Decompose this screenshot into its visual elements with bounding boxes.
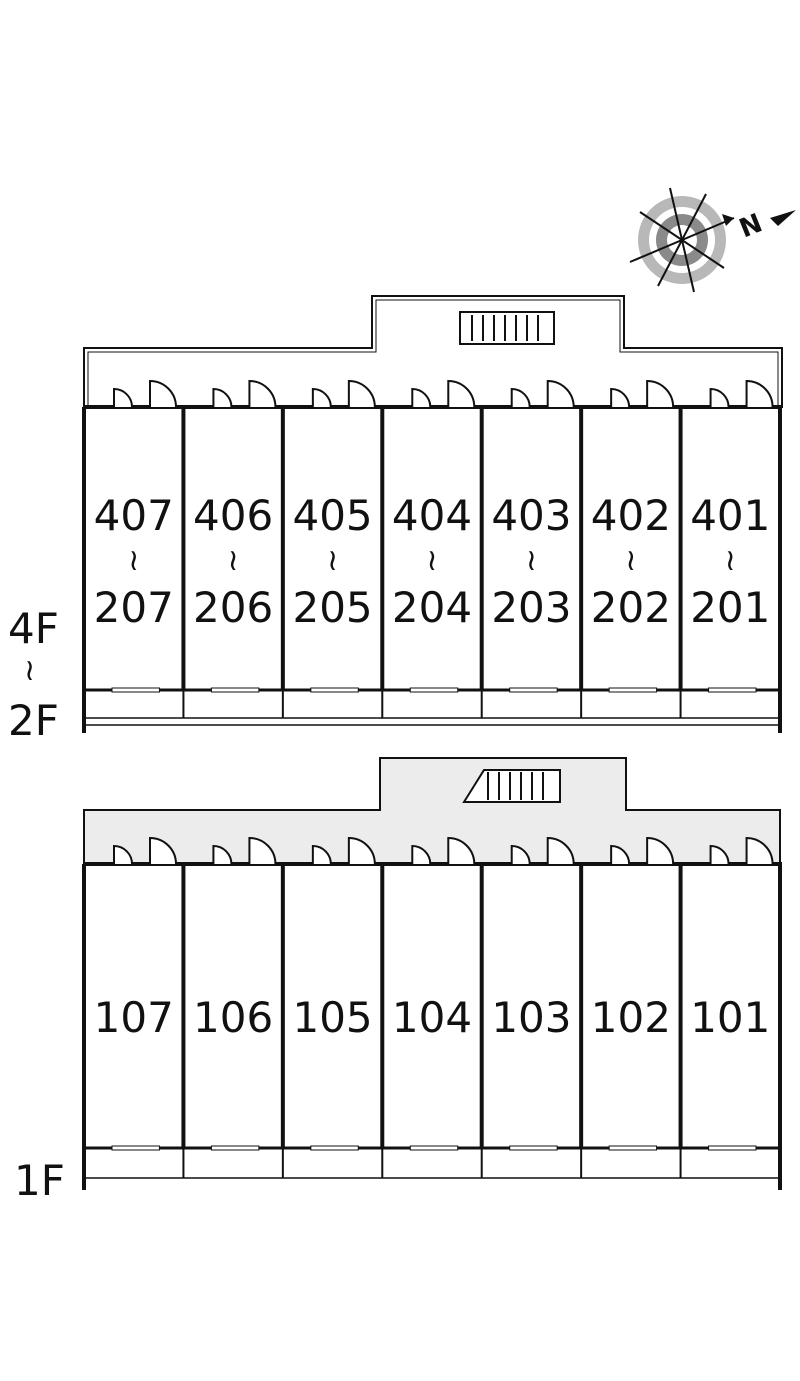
compass-icon [629,187,735,293]
window-icon [509,687,558,693]
unit-cell [579,379,675,718]
unit-cell [111,836,177,1151]
door-icon [646,379,675,408]
unit-number: 103 [491,993,571,1042]
door-icon [212,844,233,865]
unit-cell [479,379,575,718]
compass-north-label: N [735,208,766,244]
door-icon [347,379,376,408]
door-icon [745,836,774,865]
door-icon [311,844,332,865]
unit-number: 104 [392,993,472,1042]
stairs-icon [462,769,561,803]
door-icon [248,836,277,865]
unit-range-symbol: ≀ [228,543,239,578]
window-icon [210,687,260,693]
unit-cell [678,836,774,1178]
unit-number-bottom: 205 [292,583,372,632]
unit-number: 102 [591,993,671,1042]
door-icon [610,387,631,408]
unit-number-top: 402 [591,491,671,540]
unit-range-symbol: ≀ [526,543,537,578]
unit-number: 101 [690,993,770,1042]
door-icon [149,379,177,408]
window-icon [310,1145,359,1151]
floor-label-1f: 1F [14,1156,65,1205]
unit-range-symbol: ≀ [128,543,139,578]
unit-cell [111,379,177,693]
door-icon [546,379,575,408]
unit-cell [181,379,277,718]
door-icon [411,387,432,408]
unit-cell [479,836,575,1178]
door-icon [149,836,177,865]
window-icon [111,1145,160,1151]
unit-number-bottom: 201 [690,583,770,632]
unit-cell [380,379,476,718]
door-icon [510,387,531,408]
unit-number-bottom: 202 [591,583,671,632]
unit-number-top: 407 [94,491,174,540]
door-icon [709,844,730,865]
door-icon [546,836,575,865]
unit-number-bottom: 204 [392,583,472,632]
window-icon [210,1145,260,1151]
unit-cell [579,836,675,1178]
door-icon [610,844,631,865]
unit-number-top: 405 [292,491,372,540]
door-icon [411,844,432,865]
unit-cell [181,836,277,1178]
door-icon [212,387,233,408]
unit-cell [280,379,376,718]
door-icon [311,387,332,408]
unit-number: 107 [94,993,174,1042]
unit-range-symbol: ≀ [327,543,338,578]
window-icon [708,1145,757,1151]
floor-label-top: 4F [8,604,59,653]
unit-number-top: 406 [193,491,273,540]
window-icon [608,687,658,693]
door-icon [447,836,476,865]
window-icon [608,1145,658,1151]
door-icon [646,836,675,865]
unit-number-bottom: 207 [94,583,174,632]
window-icon [409,1145,459,1151]
door-icon [113,844,133,865]
stairs-icon [459,311,555,345]
window-icon [509,1145,558,1151]
door-icon [709,387,730,408]
window-icon [111,687,160,693]
door-icon [447,379,476,408]
lower-block [82,757,782,1190]
unit-number: 106 [193,993,273,1042]
unit-number: 105 [292,993,372,1042]
north-arrow-icon [770,210,796,226]
door-icon [248,379,277,408]
door-icon [347,836,376,865]
unit-number-top: 403 [491,491,571,540]
window-icon [708,687,757,693]
window-icon [310,687,359,693]
unit-range-symbol: ≀ [625,543,636,578]
unit-cell [380,836,476,1178]
unit-cell [678,379,774,718]
unit-number-top: 404 [392,491,472,540]
unit-number-bottom: 203 [491,583,571,632]
door-icon [113,387,133,408]
floor-label-bottom: 2F [8,696,59,745]
unit-number-top: 401 [690,491,770,540]
unit-range-symbol: ≀ [426,543,437,578]
unit-range-symbol: ≀ [725,543,736,578]
floor-range-symbol: ≀ [24,653,35,688]
unit-cell [280,836,376,1178]
door-icon [745,379,774,408]
window-icon [409,687,459,693]
door-icon [510,844,531,865]
unit-number-bottom: 206 [193,583,273,632]
